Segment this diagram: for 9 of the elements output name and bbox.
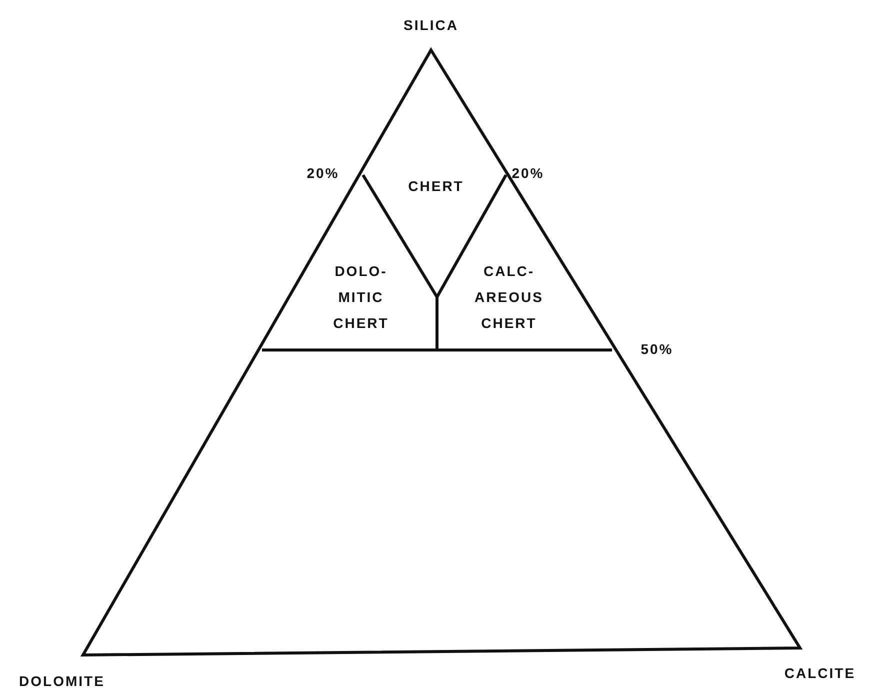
region-label: 20% (512, 164, 544, 183)
region-label: CALC- AREOUS CHERT (474, 262, 544, 333)
region-label: 20% (306, 164, 340, 183)
region-label: DOLO- MITIC CHERT (332, 262, 390, 333)
region-label: CHERT (408, 177, 464, 196)
region-label: SILICA (404, 16, 458, 35)
region-label: DOLOMITE (19, 672, 105, 691)
region-label: 50% (640, 340, 674, 359)
region-label: CALCITE (784, 664, 856, 683)
